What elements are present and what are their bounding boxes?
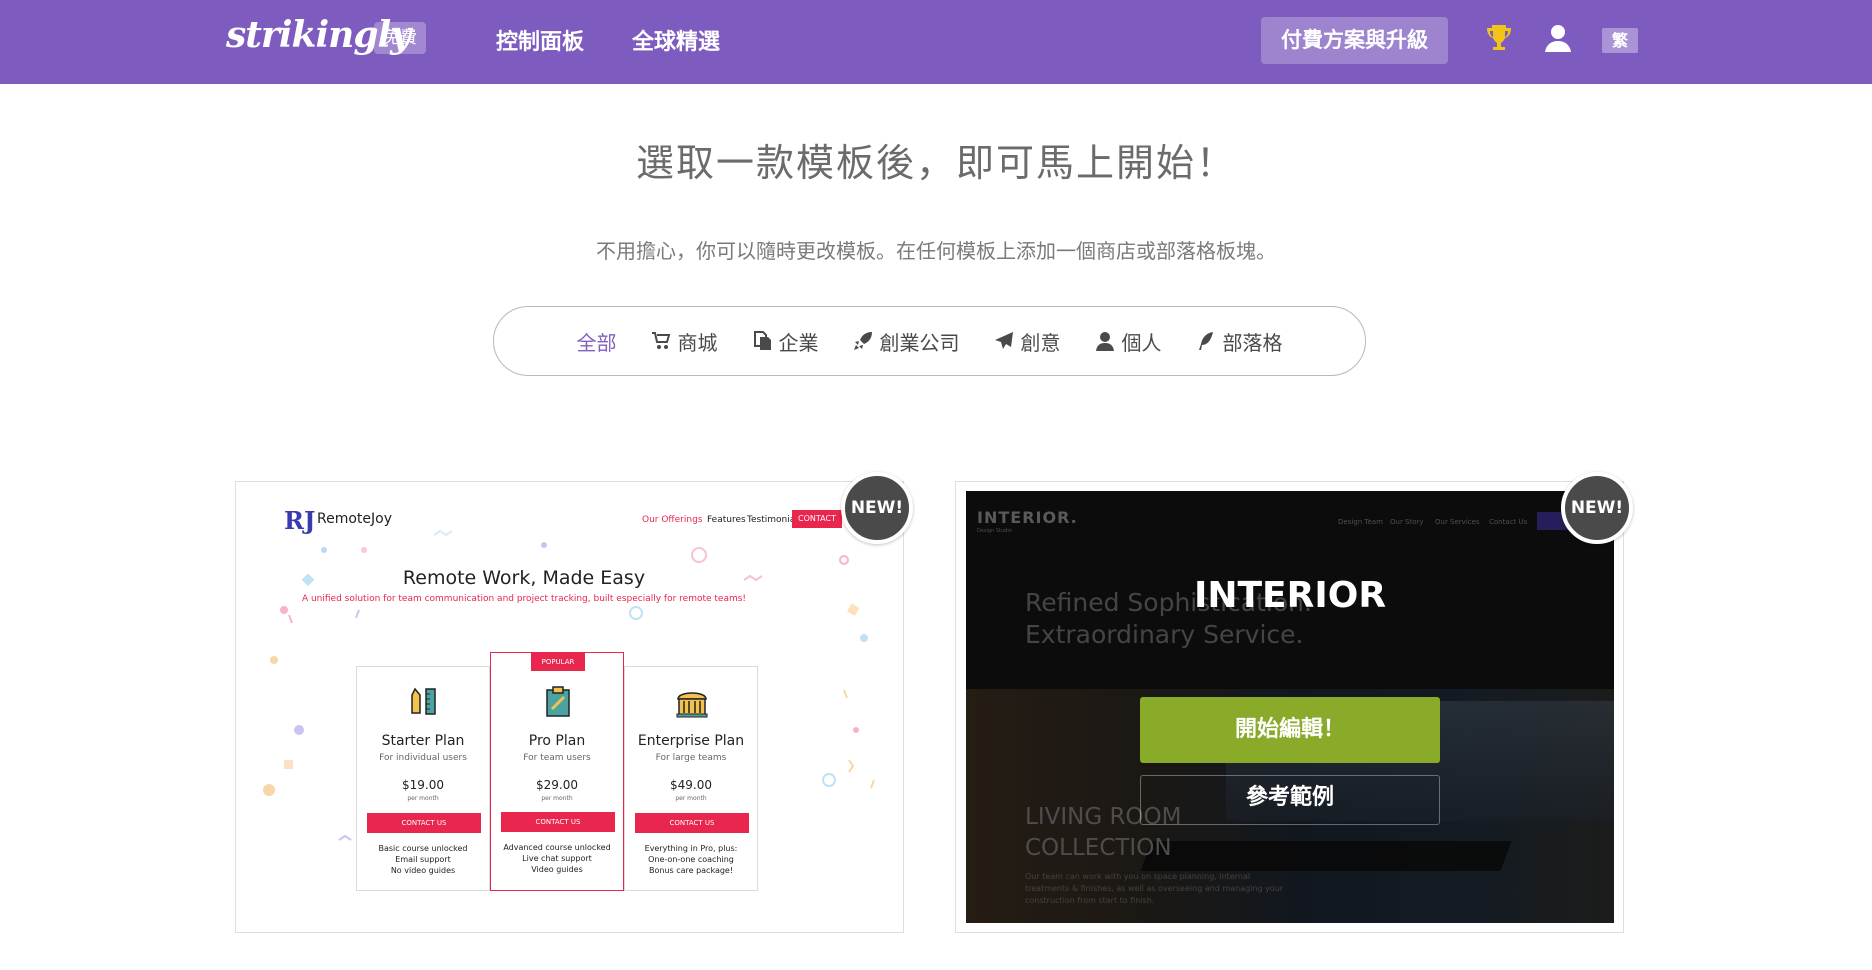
preview-nav-our-story: Our Story	[1390, 518, 1424, 526]
plan-price: $19.00	[402, 778, 444, 792]
filter-label: 部落格	[1222, 330, 1283, 355]
page-title: 選取一款模板後，即可馬上開始！	[635, 141, 1236, 185]
plan-feature: Advanced course unlocked	[503, 843, 611, 852]
interior-logo-subtitle: Design Studio	[977, 528, 1012, 534]
filter-label: 全部	[576, 330, 617, 355]
plan-period: per month	[675, 795, 707, 802]
headline-line: Extraordinary Service.	[1025, 620, 1304, 649]
filter-label: 企業	[778, 330, 819, 355]
filter-label: 商城	[677, 330, 718, 355]
preview-collection-title: LIVING ROOM COLLECTION	[1025, 802, 1182, 864]
preview-contact-button: CONTACT	[792, 510, 842, 528]
preview-nav-testimonials: Testimonials	[747, 515, 803, 525]
template-preview-remotejoy: RJ RemoteJoy Our Offerings Features Test…	[244, 490, 895, 924]
filter-label: 創業公司	[879, 330, 960, 355]
start-editing-button[interactable]: 開始編輯！	[1140, 697, 1440, 763]
category-filter-bar: 全部 商城 企業 創業公司 創意 個人 部落格	[493, 306, 1366, 376]
trophy-icon[interactable]	[1483, 22, 1515, 54]
collection-line: COLLECTION	[1025, 835, 1172, 861]
plan-features: Everything in Pro, plus: One-on-one coac…	[625, 843, 757, 876]
template-card-remotejoy[interactable]: RJ RemoteJoy Our Offerings Features Test…	[235, 472, 913, 933]
interior-logo: INTERIOR.	[977, 508, 1078, 527]
plan-feature: No video guides	[390, 866, 456, 875]
plan-badge: 免費	[374, 22, 426, 54]
filter-store[interactable]: 商城	[651, 327, 718, 356]
top-navigation-bar: strikingly 免費 控制面板 全球精選 付費方案與升級 繁	[0, 0, 1872, 84]
preview-nav-contact-us: Contact Us	[1489, 518, 1528, 526]
preview-title: Remote Work, Made Easy	[402, 567, 646, 589]
filter-blog[interactable]: 部落格	[1196, 327, 1283, 356]
template-card-interior[interactable]: INTERIOR. Design Studio Design Team Our …	[955, 472, 1633, 933]
plan-price: $29.00	[536, 778, 578, 792]
preview-nav-features: Features	[707, 515, 746, 525]
plan-name: Starter Plan	[381, 733, 465, 749]
filter-label: 個人	[1121, 330, 1162, 355]
nav-dashboard[interactable]: 控制面板	[496, 30, 585, 55]
plan-period: per month	[541, 795, 573, 802]
rocket-icon	[853, 332, 872, 350]
plan-card-pro: POPULAR Pro Plan For team users $29.00 p…	[490, 652, 624, 891]
pen-ruler-icon	[411, 687, 436, 715]
plan-contact-button: CONTACT US	[501, 812, 615, 832]
plan-card-enterprise: Enterprise Plan For large teams $49.00 p…	[624, 666, 758, 891]
popular-badge: POPULAR	[531, 653, 585, 671]
nav-showcase[interactable]: 全球精選	[632, 30, 721, 55]
plan-feature: Live chat support	[522, 854, 592, 863]
filter-all[interactable]: 全部	[577, 327, 617, 356]
plan-features: Basic course unlocked Email support No v…	[357, 843, 489, 876]
user-icon	[1095, 332, 1114, 351]
plan-audience: For team users	[523, 753, 591, 763]
plan-feature: Video guides	[531, 865, 583, 874]
filter-business[interactable]: 企業	[752, 327, 819, 356]
plan-feature: Everything in Pro, plus:	[644, 844, 738, 853]
remotejoy-logo-mark: RJ	[284, 506, 316, 535]
headline-line: Refined Sophistication.	[1025, 588, 1312, 617]
preview-headline: Refined Sophistication. Extraordinary Se…	[1025, 587, 1312, 651]
plan-card-starter: Starter Plan For individual users $19.00…	[356, 666, 490, 891]
cart-icon	[651, 332, 670, 349]
quill-icon	[1198, 332, 1213, 350]
filter-startup[interactable]: 創業公司	[853, 327, 960, 356]
preview-nav-design-team: Design Team	[1338, 518, 1383, 526]
plan-price: $49.00	[670, 778, 712, 792]
plan-audience: For individual users	[379, 753, 467, 763]
page-subtitle: 不用擔心，你可以隨時更改模板。在任何模板上添加一個商店或部落格板塊。	[596, 239, 1276, 263]
preview-nav-our-services: Our Services	[1435, 518, 1480, 526]
plan-audience: For large teams	[655, 753, 727, 763]
plan-name: Pro Plan	[528, 733, 586, 749]
plan-feature: One-on-one coaching	[648, 855, 734, 864]
strikingly-logo[interactable]: strikingly	[226, 14, 411, 56]
plan-feature: Bonus care package!	[648, 866, 734, 875]
plan-contact-button: CONTACT US	[635, 813, 749, 833]
clipboard-icon	[546, 686, 570, 717]
plan-name: Enterprise Plan	[637, 733, 745, 749]
filter-personal[interactable]: 個人	[1095, 327, 1162, 356]
remotejoy-logo-text: RemoteJoy	[317, 511, 392, 527]
copy-icon	[753, 331, 771, 350]
user-icon[interactable]	[1542, 22, 1574, 54]
template-preview-interior: INTERIOR. Design Studio Design Team Our …	[966, 491, 1614, 923]
plan-feature: Email support	[395, 855, 451, 864]
building-icon	[676, 692, 708, 718]
plan-feature: Basic course unlocked	[378, 844, 468, 853]
language-switcher[interactable]: 繁	[1602, 28, 1638, 53]
preview-header-area	[966, 491, 1614, 689]
preview-subtitle: A unified solution for team communicatio…	[301, 594, 747, 604]
preview-nav-offerings: Our Offerings	[642, 515, 703, 525]
confetti-background	[263, 529, 875, 842]
new-badge: NEW!	[1561, 472, 1633, 544]
filter-label: 創意	[1020, 330, 1061, 355]
paper-plane-icon	[994, 332, 1013, 349]
plan-contact-button: CONTACT US	[367, 813, 481, 833]
collection-line: LIVING ROOM	[1025, 804, 1182, 830]
plan-period: per month	[407, 795, 439, 802]
upgrade-button[interactable]: 付費方案與升級	[1261, 17, 1448, 64]
new-badge: NEW!	[841, 472, 913, 544]
template-name: INTERIOR	[1193, 575, 1387, 616]
preview-description: Our team can work with you on space plan…	[1025, 872, 1284, 905]
filter-creative[interactable]: 創意	[994, 327, 1061, 356]
plan-features: Advanced course unlocked Live chat suppo…	[491, 842, 623, 875]
view-example-button[interactable]: 參考範例	[1140, 775, 1440, 825]
